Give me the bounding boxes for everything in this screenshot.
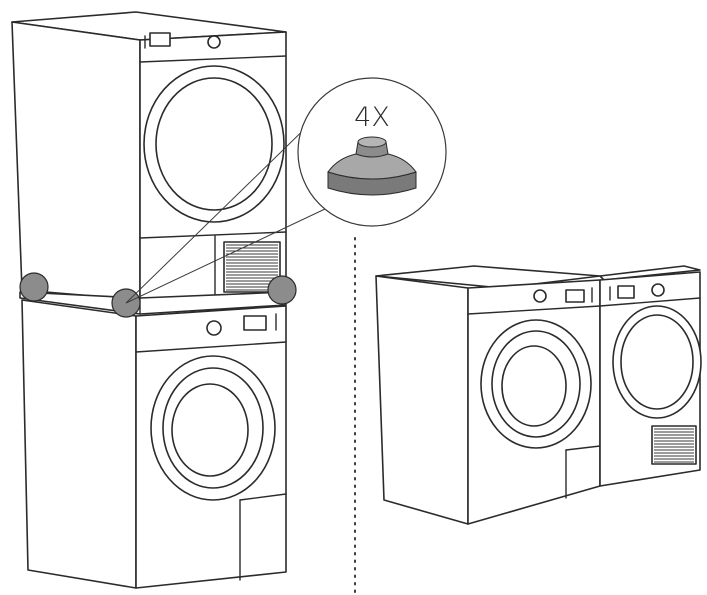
foot-position-marker-right — [267, 275, 297, 305]
dryer-left-side — [11, 21, 141, 301]
dryer-knob — [207, 35, 221, 49]
washer-door-inner — [171, 383, 249, 477]
dryer-panel-line — [139, 55, 287, 63]
dryer2-door-inner — [620, 314, 694, 410]
washer2-kick-line — [565, 445, 601, 451]
quantity-label: 4X — [354, 102, 390, 133]
washer-bottom-unit — [21, 299, 287, 589]
washer-kick-line — [239, 493, 287, 501]
dryer2-panel-line — [599, 297, 701, 307]
dryer2-top — [599, 265, 701, 281]
washer2-display — [565, 289, 585, 303]
stacked-appliances — [11, 11, 297, 589]
washer2-door-inner — [501, 345, 567, 427]
washer-side-unit — [375, 265, 601, 525]
washer-panel-line — [135, 341, 287, 353]
dryer-display — [149, 32, 171, 47]
callout: 4X — [125, 77, 447, 304]
callout-pointer-lower — [125, 199, 345, 304]
washer-display — [243, 315, 267, 331]
washer2-knob — [533, 289, 547, 303]
dryer-top-unit — [11, 11, 287, 301]
dryer-side-unit — [599, 265, 702, 487]
washer-left-side — [21, 299, 137, 589]
rubber-foot-icon — [327, 136, 417, 196]
foot-position-marker-left — [19, 272, 49, 302]
dryer-door-inner — [155, 77, 273, 211]
washer-knob — [206, 320, 222, 336]
side-by-side-appliances — [375, 265, 702, 525]
dryer2-knob — [651, 283, 665, 297]
dryer-vent-grille — [223, 241, 281, 293]
dryer2-display — [617, 285, 635, 299]
washer2-left-side — [375, 275, 469, 525]
dryer-lower-line — [139, 231, 287, 239]
callout-pointer-upper — [125, 111, 323, 304]
washer2-panel-line — [467, 305, 601, 315]
